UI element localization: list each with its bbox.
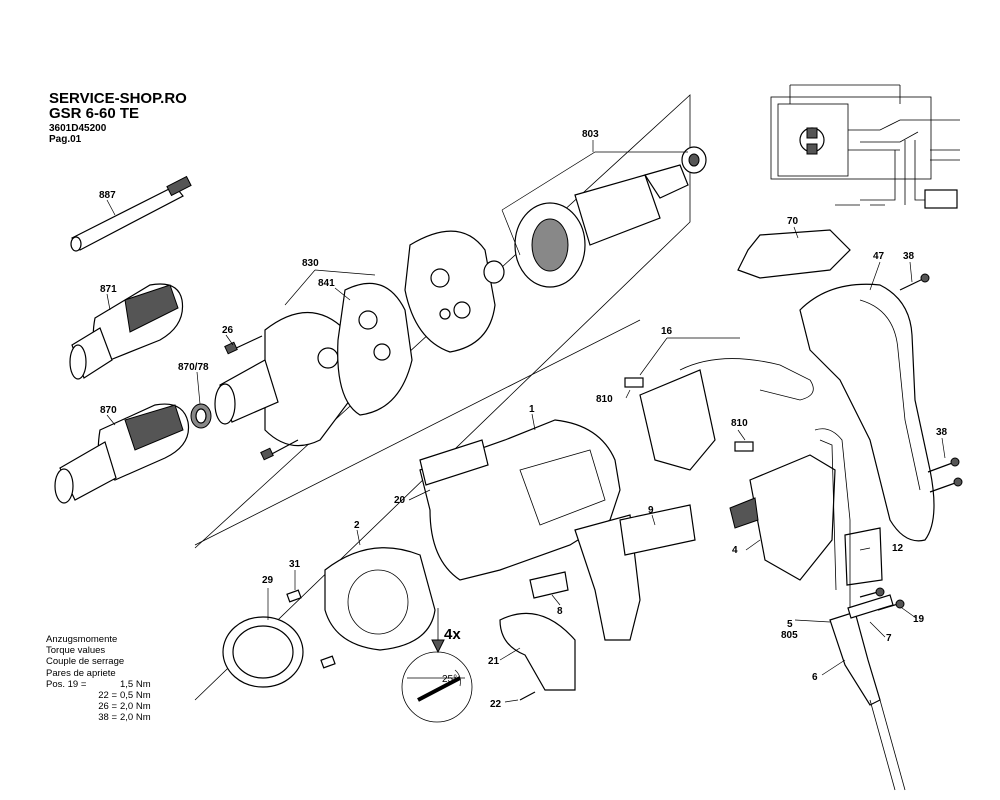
screw-26 [224,335,299,461]
intermediate-plate-841 [337,282,413,416]
armature-803 [483,146,707,288]
label-47: 47 [873,251,885,262]
torque-title-es: Pares de apriete [46,667,116,679]
label-805: 805 [781,630,798,641]
label-870: 870 [100,405,117,416]
model-name: GSR 6-60 TE [49,105,140,122]
label-871: 871 [100,284,117,295]
label-22: 22 [490,699,502,710]
gear-housing-830 [214,311,358,447]
label-887: 887 [99,190,116,201]
label-21: 21 [488,656,500,667]
label-19: 19 [913,614,925,625]
housing-group-frame [194,319,641,546]
label-20: 20 [394,495,406,506]
bearing-plate [404,230,496,353]
nose-sleeve-870 [54,403,190,504]
capacitor-12 [844,527,883,586]
torque-row: 38 =2,0 Nm [98,712,151,724]
label-29: 29 [262,575,274,586]
screw-19 [859,587,905,611]
wiring-schematic [770,84,960,209]
label-810-left: 810 [596,394,613,405]
label-7: 7 [886,633,892,644]
label-26: 26 [222,325,234,336]
label-830: 830 [302,258,319,269]
field-coil-2 [324,547,436,651]
torque-title-en: Torque values [46,645,106,657]
label-841: 841 [318,278,335,289]
cover-70 [737,229,851,279]
strain-relief-7 [847,594,894,619]
label-1: 1 [529,404,535,415]
label-8: 8 [557,606,563,617]
pin-31 [286,589,336,669]
torque-title-de: Anzugsmomente [46,634,118,645]
angle-callout [401,608,473,723]
label-70: 70 [787,216,799,227]
label-4: 4 [732,545,738,556]
torque-row: 22 =0,5 Nm [98,690,151,702]
torque-row: 26 =2,0 Nm [98,701,151,713]
label-31: 31 [289,559,301,570]
torque-row: Pos. 19 =1,5 Nm [46,678,151,690]
label-8 [529,571,569,599]
handle-shell-47 [799,283,935,542]
label-2: 2 [354,520,360,531]
page-number: Pag.01 [49,134,82,145]
callout-angle: 25° [442,674,457,685]
nose-sleeve-871 [69,283,184,380]
label-38-right: 38 [936,427,948,438]
brush-holder-16 [624,358,814,471]
label-12: 12 [892,543,904,554]
label-803: 803 [582,129,599,140]
leader-lines [106,140,946,703]
shop-name: SERVICE-SHOP.RO [49,90,187,107]
article-number: 3601D45200 [49,123,107,134]
bit-holder-887 [70,175,192,252]
switch-4 [729,454,836,581]
ring-29 [222,616,304,688]
screw-38 [899,273,963,493]
cover-21 [499,612,576,691]
torque-table: Anzugsmomente Torque values Couple de se… [46,634,151,724]
label-5: 5 [787,619,793,630]
screw-22 [519,691,536,701]
label-9: 9 [648,505,654,516]
label-16: 16 [661,326,673,337]
callout-count: 4x [444,626,461,643]
label-9 [619,504,696,556]
label-38-top: 38 [903,251,915,262]
torque-title-fr: Couple de serrage [46,656,125,668]
label-810-right: 810 [731,418,748,429]
ring-870-78 [190,403,212,429]
label-6: 6 [812,672,818,683]
label-870-78: 870/78 [178,362,209,373]
power-cable-5 [814,428,906,791]
label-20 [419,439,489,486]
